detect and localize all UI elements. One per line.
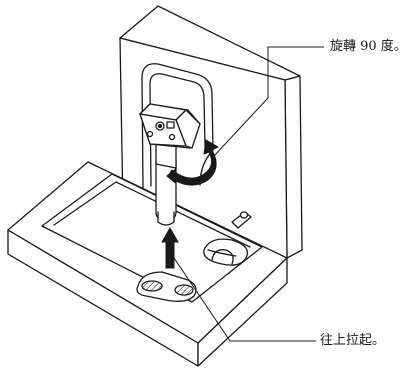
base-pocket-right [203, 238, 249, 266]
callout-rotate-label: 旋轉 90 度。 [330, 39, 407, 54]
callout-pull-label: 往上拉起。 [320, 333, 386, 348]
device-lens-dot [157, 123, 163, 129]
rotate-arrow [166, 139, 219, 186]
pocket-rim [211, 249, 234, 265]
device-port [166, 121, 175, 129]
leader-pull [169, 251, 316, 342]
base-front-right [197, 257, 288, 367]
leader-rotate [213, 46, 324, 157]
device-screw [146, 130, 154, 138]
lid-side [284, 75, 303, 259]
hatched-pad-right [174, 284, 194, 296]
device-button [168, 133, 176, 141]
leader-lines [169, 46, 324, 342]
base-cavity-inner [53, 181, 251, 248]
lid-recess-inner [149, 73, 206, 187]
device-stem [155, 159, 177, 221]
latch-knob [239, 211, 249, 219]
hatched-pad-left [141, 280, 163, 292]
pocket-right-edge [207, 249, 237, 257]
base-cavity [41, 173, 263, 303]
device-stem-tip [157, 211, 175, 226]
box-base [7, 161, 288, 367]
